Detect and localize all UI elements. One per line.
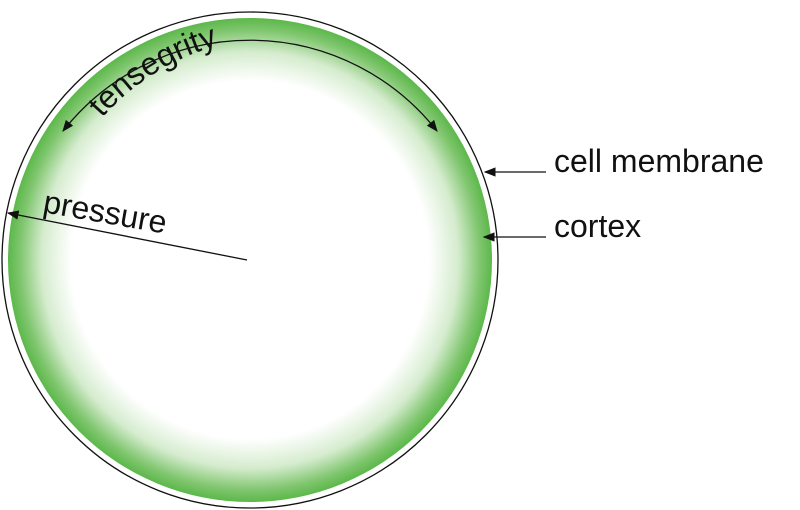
- tensegrity-arrow: [62, 39, 438, 132]
- cell-membrane-outline: [1, 11, 499, 509]
- cell-membrane-label: cell membrane: [554, 143, 764, 179]
- cortex-label: cortex: [554, 208, 641, 244]
- cortex-ring: [8, 18, 492, 502]
- pressure-arrow: [6, 210, 248, 261]
